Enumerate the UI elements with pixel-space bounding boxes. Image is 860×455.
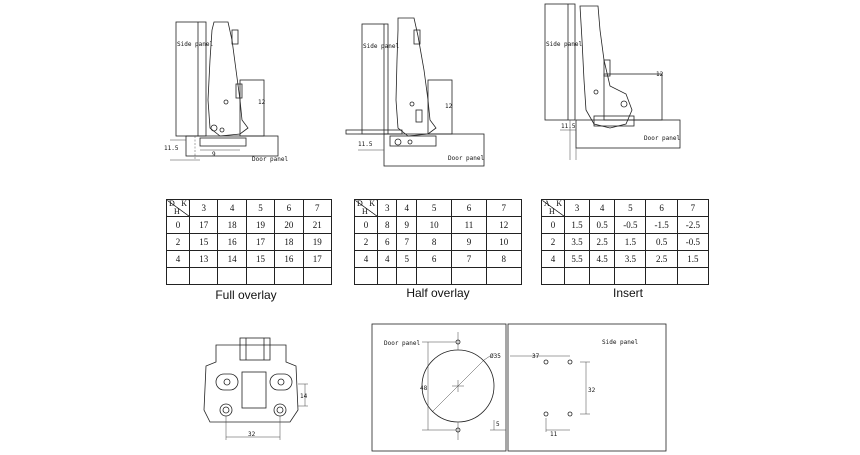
full-overlay-door-panel-label: Door panel	[252, 156, 289, 163]
table-cell	[676, 267, 710, 285]
insert-dim-v: 12	[656, 71, 664, 78]
plate-top-dim: 37	[532, 353, 540, 360]
plate-bottom-dim: 11	[550, 431, 558, 438]
header-top-letter: K	[181, 199, 187, 208]
header-left-letter: D	[169, 199, 175, 208]
table-row	[166, 267, 333, 285]
full-overlay-dim-w: 9	[212, 151, 216, 158]
side-panel-frame	[507, 323, 667, 452]
full-overlay-dim-h: 11.5	[164, 145, 179, 152]
table-cell	[415, 267, 453, 285]
drilling-side-panel-label: Side panel	[602, 339, 639, 346]
half-overlay-door-panel-label: Door panel	[448, 155, 485, 162]
table-cell: 10	[415, 216, 453, 234]
header-top-letter: K	[369, 199, 375, 208]
cup-diameter-label: Ø35	[490, 353, 501, 360]
hinge-dim-width: 32	[248, 431, 256, 438]
door-panel-frame	[371, 323, 507, 452]
half-overlay-dim-h: 11.5	[358, 141, 373, 148]
table-row	[354, 267, 523, 285]
insert-door-panel-label: Door panel	[644, 135, 681, 142]
drilling-door-panel-label: Door panel	[384, 340, 421, 347]
header-top-letter: K	[556, 199, 562, 208]
table-cell	[396, 267, 417, 285]
half-overlay-side-panel-label: Side panel	[363, 43, 400, 50]
insert-dim-h: 11.5	[561, 123, 576, 130]
header-left-letter: D	[357, 199, 363, 208]
table-row	[541, 267, 710, 285]
header-bottom-letter: H	[362, 207, 368, 216]
header-bottom-letter: H	[174, 207, 180, 216]
full-overlay-caption: Full overlay	[215, 288, 277, 302]
column-header: 7	[302, 199, 333, 217]
edge-dim: 5	[496, 421, 500, 428]
table-cell: 17	[302, 250, 333, 268]
full-overlay-dim-v: 12	[258, 99, 266, 106]
half-overlay-dim-v: 12	[445, 103, 453, 110]
full-overlay-side-panel-label: Side panel	[177, 41, 214, 48]
hinge-dim-height: 14	[300, 393, 308, 400]
insert-caption: Insert	[612, 286, 643, 300]
header-left-letter: A	[544, 199, 550, 208]
table-cell: 10	[485, 233, 523, 251]
insert-side-panel-label: Side panel	[546, 41, 583, 48]
plate-spacing-dim: 32	[588, 387, 596, 394]
half-overlay-caption: Half overlay	[406, 286, 470, 300]
cup-spacing-dim: 48	[420, 385, 428, 392]
table-cell	[302, 267, 333, 285]
table-cell	[485, 267, 523, 285]
header-bottom-letter: H	[549, 207, 555, 216]
